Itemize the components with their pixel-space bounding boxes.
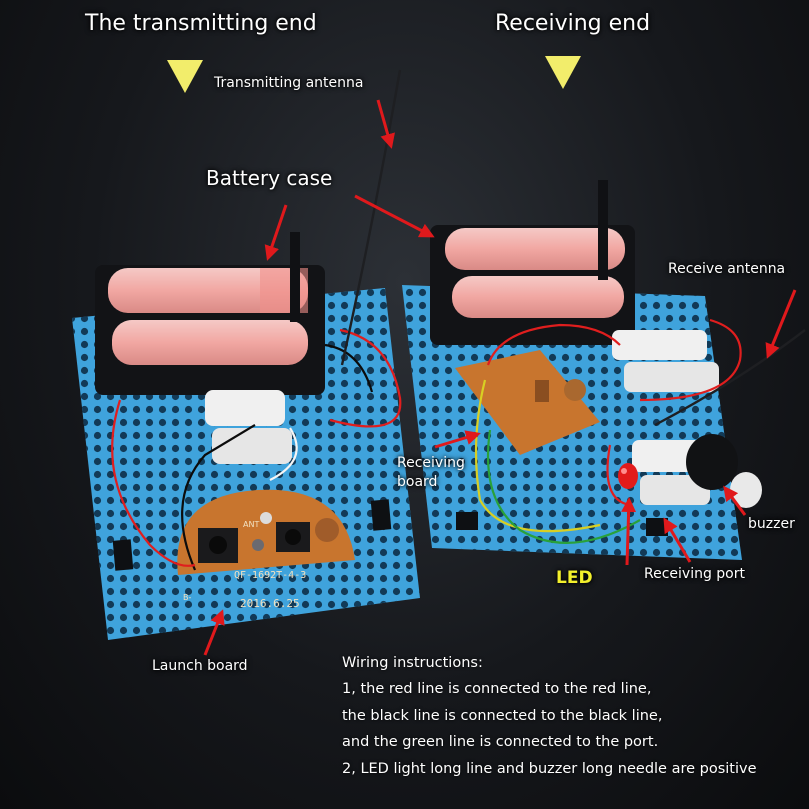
receiving-board-pcb <box>455 350 600 455</box>
receiving-board-label-line2: board <box>397 474 438 490</box>
receiver-wire-connector <box>612 330 719 505</box>
receiving-board-label-line1: Receiving <box>397 455 465 471</box>
led-label: LED <box>556 568 593 588</box>
ant-pin-text: ANT <box>243 520 259 529</box>
receive-antenna-wire <box>654 329 806 427</box>
transmitter-date-text: 2016.6.25 <box>240 597 300 610</box>
led-component <box>618 463 638 489</box>
wiring-instruction-line: the black line is connected to the black… <box>342 707 663 724</box>
wiring-instruction-line: 1, the red line is connected to the red … <box>342 681 652 698</box>
receiving-end-label: Receiving end <box>495 11 651 36</box>
transmitter-model-text: QF-1692T-4-3 <box>234 570 306 581</box>
wiring-instructions: Wiring instructions: 1, the red line is … <box>342 650 804 782</box>
down-triangle-marker-icon <box>545 56 581 89</box>
battery-case-label: Battery case <box>206 166 333 190</box>
wires <box>111 318 742 571</box>
launch-board-pcb: QF-1692T-4-3 2016.6.25 ANT B- <box>177 489 355 610</box>
receive-antenna-label: Receive antenna <box>668 261 786 277</box>
buzzer-label: buzzer <box>748 516 795 532</box>
transmitter-battery-case <box>95 232 325 395</box>
down-triangle-marker-icon <box>167 60 203 93</box>
transmitting-antenna-label: Transmitting antenna <box>214 75 364 91</box>
receiving-port-label: Receiving port <box>644 566 745 582</box>
receiver-battery-case <box>430 180 635 345</box>
wiring-instruction-line: and the green line is connected to the p… <box>342 734 659 751</box>
b-minus-pin-text: B- <box>183 593 191 602</box>
transmitting-end-label: The transmitting end <box>85 11 317 36</box>
launch-board-label: Launch board <box>152 658 248 674</box>
wiring-instruction-line: 2, LED light long line and buzzer long n… <box>342 760 757 777</box>
transmitting-antenna-wire <box>340 69 402 366</box>
wiring-instructions-title: Wiring instructions: <box>342 655 483 671</box>
red-pointer-arrow-icon <box>203 99 797 656</box>
transmitter-wire-connector <box>205 390 292 464</box>
buzzer-component <box>686 434 762 508</box>
